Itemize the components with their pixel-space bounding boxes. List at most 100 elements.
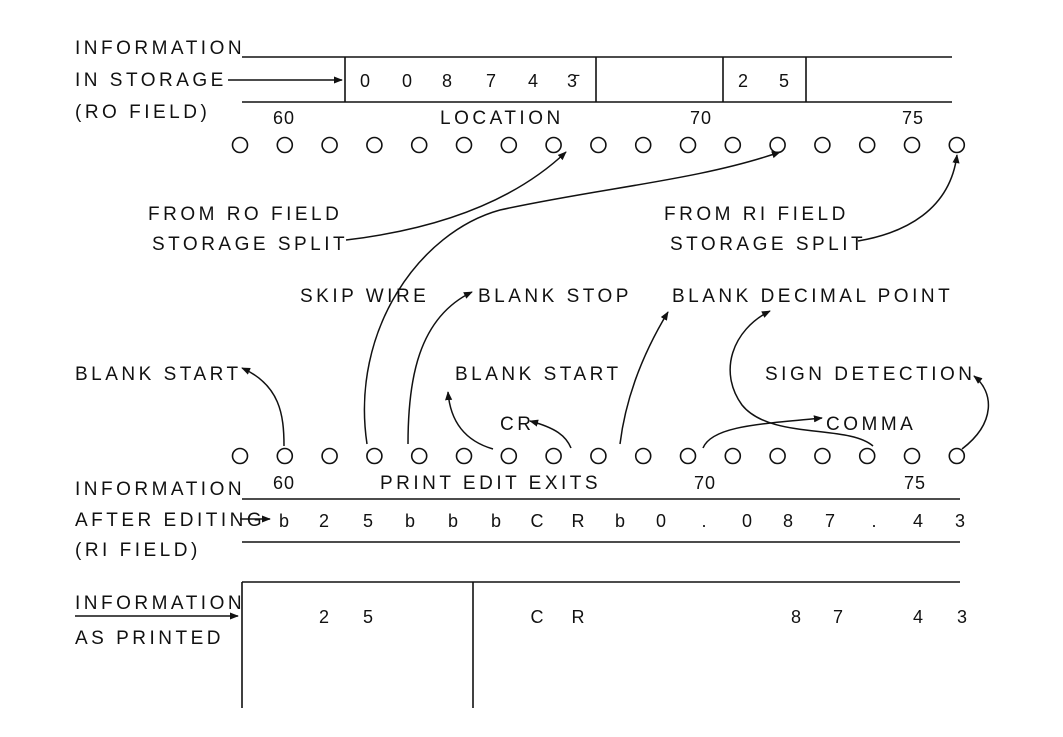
from-ri-field-label-2: STORAGE SPLIT [670,234,866,255]
lower-hub [500,447,518,465]
printed-char: 8 [791,607,801,627]
blank-start-mid-label: BLANK START [455,364,622,385]
ri-field-char: b [448,511,458,531]
upper-hub [769,136,786,154]
ri-field-char: b [279,511,289,531]
storage-digit: 0 [402,71,412,91]
storage-scale-location: LOCATION [440,108,564,129]
upper-hub [231,136,249,154]
storage-digit: 5 [779,71,789,91]
storage-label-line-1: INFORMATION [75,38,245,59]
comma-label: COMMA [826,414,916,435]
upper-hub [679,136,697,154]
storage-digit: 2 [738,71,748,91]
after-editing-label-line-3: (RI FIELD) [75,540,201,561]
upper-hub [724,136,742,154]
lower-hub [903,447,921,465]
after-editing-scale-60: 60 [273,473,295,493]
blank-start-left-label: BLANK START [75,364,242,385]
upper-hub [500,136,518,154]
ri-field-char: b [405,511,415,531]
wire-skip [363,151,781,445]
storage-field-box [242,56,952,103]
after-editing-scale-70: 70 [694,473,716,493]
upper-hub [545,136,562,154]
storage-digit: 4 [528,71,538,91]
lower-hub [321,447,338,465]
from-ro-field-label-2: STORAGE SPLIT [152,234,348,255]
lower-hub [590,447,607,465]
storage-scale-75: 75 [902,108,924,128]
blank-decimal-point-label: BLANK DECIMAL POINT [672,286,953,307]
storage-label-line-3: (RO FIELD) [75,102,210,123]
storage-digit: 8 [442,71,452,91]
cr-label: CR [500,414,534,435]
lower-hub [858,447,876,465]
wiring [241,151,989,450]
upper-hub [903,136,921,154]
upper-hub [366,136,383,154]
ri-field-char: 0 [656,511,666,531]
storage-digit: 0 [360,71,370,91]
printed-char: 2 [319,607,329,627]
ri-field-char: 0 [742,511,752,531]
wire-from-ri-field [857,154,960,242]
sign-detection-label: SIGN DETECTION [765,364,976,385]
from-ri-field-label-1: FROM RI FIELD [664,204,849,225]
blank-stop-label: BLANK STOP [478,286,632,307]
lower-hub [634,447,652,465]
upper-hub [948,136,966,154]
ri-field-char: 2 [319,511,329,531]
printed-char: C [531,607,544,627]
ri-field-char: . [871,511,876,531]
wire-blank-start-left [241,367,285,447]
ri-field-char: 7 [825,511,835,531]
after-editing-scale-75: 75 [904,473,926,493]
wire-from-ro-field [345,151,567,241]
printed-char: 4 [913,607,923,627]
wire-sign-detection [961,375,989,450]
upper-hub [321,136,338,154]
ri-field-char: b [491,511,501,531]
ri-field-char: . [701,511,706,531]
after-editing-label-line-1: INFORMATION [75,479,245,500]
ri-field-char: 5 [363,511,373,531]
printed-label-line-2: AS PRINTED [75,628,224,649]
wire-comma [702,415,823,449]
lower-hub [231,447,249,465]
after-editing-scale-print-edit-exits: PRINT EDIT EXITS [380,473,601,494]
upper-hub [814,136,831,154]
printed-char: R [572,607,585,627]
storage-digit: 7 [486,71,496,91]
ri-field-char: C [531,511,544,531]
wire-decimal-point-loop [729,310,874,447]
lower-hub [366,447,383,465]
wire-blank-stop [407,291,473,445]
ri-field-char: 4 [913,511,923,531]
upper-hub [590,136,607,154]
upper-hub [634,136,652,154]
wire-cr [529,419,572,449]
upper-hub [410,136,428,154]
from-ro-field-label-1: FROM RO FIELD [148,204,342,225]
ri-field-char: b [615,511,625,531]
printed-label-line-1: INFORMATION [75,593,245,614]
storage-scale-70: 70 [690,108,712,128]
lower-hub [769,447,786,465]
printed-char: 3 [957,607,967,627]
lower-hub [724,447,742,465]
lower-hub [545,447,562,465]
ri-field-char: 8 [783,511,793,531]
wire-blank-start-mid [445,391,494,450]
storage-scale-60: 60 [273,108,295,128]
upper-hub [276,136,294,154]
ri-field-char: R [572,511,585,531]
ri-field-char: 3 [955,511,965,531]
lower-hub [948,447,966,465]
lower-hub [679,447,697,465]
skip-wire-label: SKIP WIRE [300,286,429,307]
